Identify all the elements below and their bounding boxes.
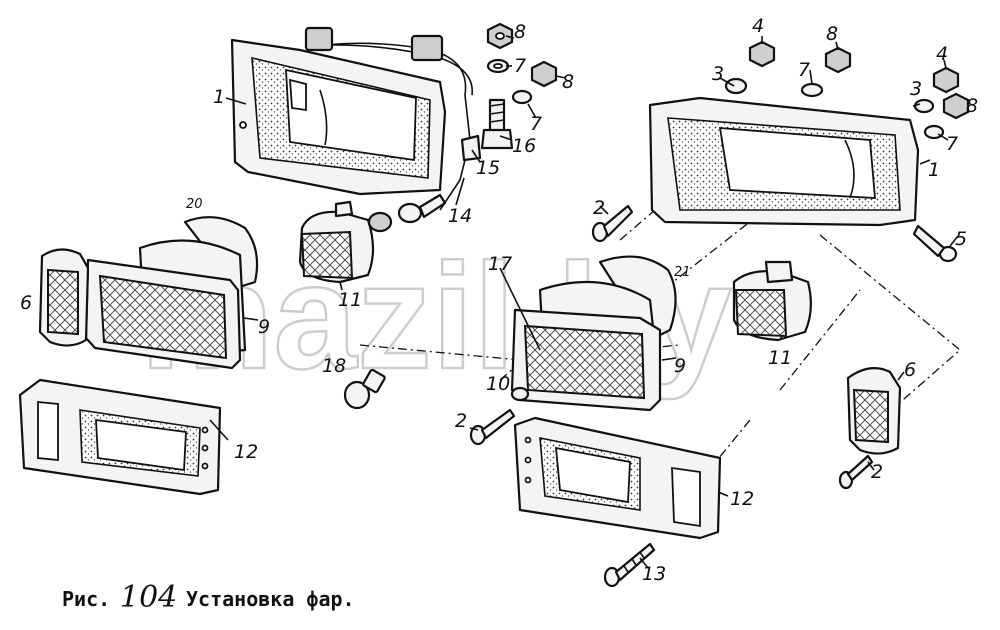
- callout-1-left: 1: [213, 86, 225, 108]
- callouts: 1 1 2 2 2 3 3 4 4 5 6 6 7 7 7 7 8 8 8 8 …: [20, 15, 978, 585]
- callout-10: 10: [486, 373, 510, 395]
- nut-4-mid: [748, 40, 776, 68]
- wiring-harness: [304, 26, 473, 211]
- callout-4-right: 4: [936, 43, 948, 65]
- callout-8-top: 8: [514, 21, 526, 43]
- callout-2-top: 2: [593, 197, 605, 219]
- callout-5: 5: [955, 228, 967, 250]
- callout-20: 20: [186, 197, 203, 212]
- callout-17: 17: [488, 253, 512, 275]
- bulb-18: [343, 368, 386, 410]
- screw-2-top: [591, 204, 634, 243]
- washer-10: [510, 386, 530, 402]
- callout-14: 14: [448, 205, 472, 227]
- callout-11-left: 11: [338, 289, 362, 311]
- bolt-16: [480, 98, 514, 150]
- left-headlight-housing: [230, 38, 447, 196]
- callout-9-right: 9: [674, 355, 686, 377]
- nut-8-right: [530, 60, 558, 88]
- callout-7-right: 7: [946, 133, 958, 155]
- callout-15: 15: [476, 157, 500, 179]
- caption-title: Установка фар.: [186, 587, 355, 611]
- callout-11-right: 11: [768, 347, 792, 369]
- bolt-5: [912, 224, 958, 263]
- callout-1-right: 1: [928, 159, 940, 181]
- callout-6-right: 6: [904, 359, 916, 381]
- caption-number: 104: [120, 580, 177, 615]
- right-headlight-housing: [648, 96, 920, 227]
- nut-4-right: [932, 66, 960, 94]
- washer-3-right: [913, 98, 935, 114]
- right-headlight-unit: [510, 255, 677, 412]
- callout-6-left: 6: [20, 292, 32, 314]
- screw-13: [603, 542, 656, 588]
- washer-3-mid: [724, 77, 748, 95]
- callout-9-left: 9: [258, 316, 270, 338]
- callout-21: 21: [674, 265, 691, 280]
- callout-18: 18: [322, 355, 346, 377]
- callout-2-bottom: 2: [871, 461, 883, 483]
- callout-7-top: 7: [514, 55, 526, 77]
- left-headlight-unit: [84, 216, 259, 370]
- callout-12-right: 12: [730, 488, 754, 510]
- callout-8-mid: 8: [826, 23, 838, 45]
- fog-light-left: [298, 200, 375, 284]
- left-mounting-frame: [18, 378, 222, 496]
- screw-2-bottom: [838, 454, 874, 490]
- callout-7-lower: 7: [530, 113, 542, 135]
- callout-13: 13: [642, 563, 666, 585]
- callout-8-lower: 8: [562, 71, 574, 93]
- nut-8-far-right: [942, 92, 970, 120]
- callout-12-left: 12: [234, 441, 258, 463]
- right-mounting-frame: [513, 416, 722, 540]
- callout-3-mid: 3: [712, 63, 724, 85]
- callout-8-right: 8: [966, 95, 978, 117]
- side-marker-left: [38, 248, 90, 347]
- nut-8-top: [486, 22, 514, 50]
- callout-3-right: 3: [910, 78, 922, 100]
- fog-light-right: [732, 260, 812, 342]
- side-marker-right: [846, 367, 902, 455]
- caption-prefix: Рис.: [62, 587, 110, 611]
- callout-7-mid: 7: [798, 59, 810, 81]
- screw-2-mid: [469, 408, 516, 446]
- callout-2-mid: 2: [455, 410, 467, 432]
- callout-16: 16: [512, 135, 536, 157]
- leader-lines: [209, 35, 959, 569]
- grommet-14: [367, 193, 447, 233]
- callout-4-mid: 4: [752, 15, 764, 37]
- figure-caption: Рис. 104 Установка фар.: [62, 580, 355, 615]
- nut-8-mid: [824, 46, 852, 74]
- washer-7-top: [486, 58, 510, 74]
- washer-7-mid: [800, 82, 824, 98]
- washer-7-right: [511, 89, 533, 105]
